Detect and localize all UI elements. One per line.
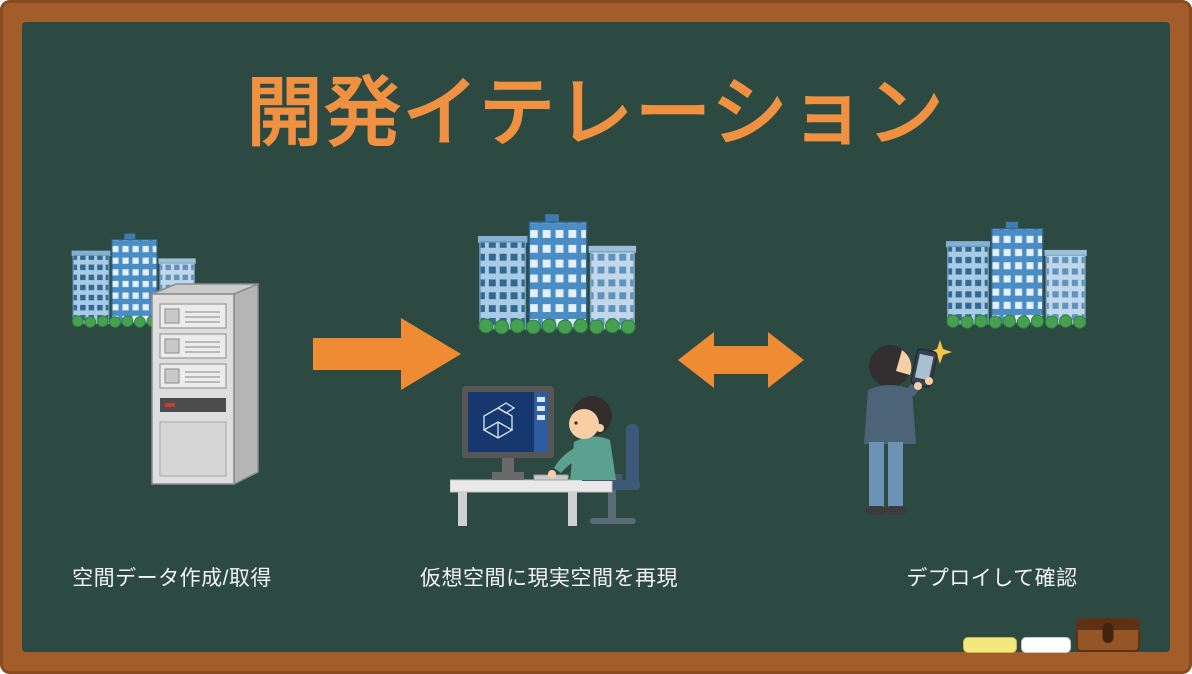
- server-tower-icon: [138, 282, 276, 494]
- step-label-deploy-confirm: デプロイして確認: [906, 567, 1078, 590]
- chalk-yellow: [963, 637, 1017, 653]
- person-with-phone-icon: [852, 330, 954, 530]
- chalkboard: 開発イテレーション: [22, 22, 1170, 653]
- buildings-icon: [476, 212, 644, 336]
- step-label-create-spatial-data: 空間データ作成/取得: [72, 567, 272, 590]
- buildings-icon: [944, 220, 1094, 330]
- developer-at-computer-icon: [450, 372, 658, 530]
- chalkboard-eraser: [1076, 618, 1140, 652]
- eraser-slot: [1102, 623, 1114, 643]
- chalk-white: [1021, 637, 1071, 653]
- arrow-right-icon: [313, 316, 463, 392]
- arrow-double-icon: [678, 328, 804, 392]
- step-label-reproduce-virtual-space: 仮想空間に現実空間を再現: [420, 567, 678, 590]
- slide-title: 開発イテレーション: [246, 71, 946, 156]
